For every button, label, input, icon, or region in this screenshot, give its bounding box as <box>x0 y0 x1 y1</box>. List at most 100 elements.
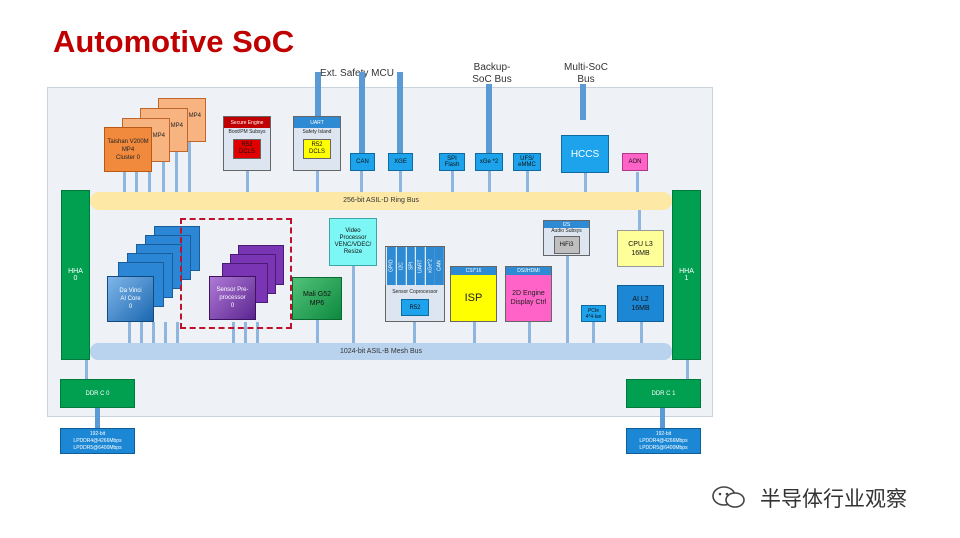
wire <box>473 322 476 344</box>
arrow-can <box>359 72 365 156</box>
da-vinci-ai-core: Da Vinci AI Core 0 <box>107 276 154 322</box>
port-can: CAN <box>435 247 444 285</box>
audio-subsys: I2S Audio Subsys HiFi3 <box>543 220 590 256</box>
display-dsi: DSI/HDMI <box>506 267 551 275</box>
sensor-cop-r52: R52 <box>401 299 429 316</box>
safety-island-sub: Safety Island <box>302 129 332 135</box>
ufs-block: UFS/ eMMC <box>513 153 541 171</box>
lpddr-left-lp4: LPDDR4@4266Mbps <box>73 437 122 444</box>
wire <box>232 322 235 344</box>
safety-r52: R52 DCLS <box>303 139 331 159</box>
aon-block: AON <box>622 153 648 171</box>
wire <box>176 322 179 344</box>
cpu-cluster-3-label: MP4 <box>188 113 201 119</box>
lpddr-left: 192-bit LPDDR4@4266Mbps LPDDR5@6400Mbps <box>60 428 135 454</box>
wire <box>413 322 416 344</box>
port-i2c: I2C <box>395 247 406 285</box>
wire <box>592 322 595 344</box>
backup-bus-label: Backup- SoC Bus <box>472 62 512 85</box>
arrow-backup <box>486 84 492 156</box>
wire <box>85 360 88 380</box>
wire <box>152 322 155 344</box>
arrow-lpddr-1 <box>660 408 665 428</box>
wire <box>584 172 587 194</box>
ddr-controller-0: DDR C 0 <box>60 379 135 408</box>
wire <box>148 172 151 194</box>
wire <box>246 170 249 194</box>
wire <box>528 322 531 344</box>
wire <box>175 150 178 194</box>
wire <box>638 210 641 230</box>
lpddr-left-width: 192-bit <box>89 430 106 437</box>
wire <box>399 170 402 194</box>
wire <box>316 170 319 194</box>
hifi3: HiFi3 <box>553 236 580 254</box>
secure-engine-title: Secure Engine <box>224 117 270 128</box>
sensor-cop-title: Sensor Coprocessor <box>392 288 438 295</box>
safety-island: UART Safety Island R52 DCLS <box>293 116 341 171</box>
audio-sub: Audio Subsys <box>551 228 582 234</box>
port-uart: UART <box>415 247 426 285</box>
wire <box>360 170 363 194</box>
xge2-block: xGe *2 <box>475 153 503 171</box>
safety-uart: UART <box>294 117 340 128</box>
wire <box>316 320 319 344</box>
display-label: 2D Engine Display Ctrl <box>510 290 547 306</box>
display-engine: DSI/HDMI 2D Engine Display Ctrl <box>505 266 552 322</box>
port-spi: SPI <box>405 247 416 285</box>
lpddr-left-lp5: LPDDR5@6400Mbps <box>73 444 122 451</box>
wire <box>640 322 643 344</box>
wire <box>188 140 191 194</box>
wire <box>244 322 247 344</box>
wire <box>636 172 639 194</box>
port-gpio: GPIO <box>386 247 396 285</box>
wire <box>488 170 491 194</box>
pcie-block: PCIe 4*4-lan <box>581 305 606 322</box>
arrow-lpddr-0 <box>95 408 100 428</box>
isp-label: ISP <box>464 291 483 304</box>
sensor-coprocessor: GPIO I2C SPI UART xGe*2 CAN Sensor Copro… <box>385 246 445 322</box>
watermark-text: 半导体行业观察 <box>760 487 907 511</box>
isp-csi: CSI*16 <box>451 267 496 275</box>
ddr-controller-1: DDR C 1 <box>626 379 701 408</box>
can-block: CAN <box>350 153 375 171</box>
sensor-pre-processor: Sensor Pre- processor 0 <box>209 276 256 320</box>
wire <box>162 160 165 194</box>
cpu-cluster-2-label: MP4 <box>170 123 183 129</box>
secure-engine-sub: Boot/PM Subsys <box>228 129 266 135</box>
lpddr-right: 192-bit LPDDR4@4266Mbps LPDDR5@6400Mbps <box>626 428 701 454</box>
wire <box>566 255 569 344</box>
wire <box>123 172 126 194</box>
wire <box>686 360 689 380</box>
arrow-multisoc <box>580 84 586 120</box>
highlight-box <box>180 218 292 329</box>
secure-engine: Secure Engine Boot/PM Subsys R52 DCLS <box>223 116 271 171</box>
lpddr-right-width: 192-bit <box>655 430 672 437</box>
multi-soc-label: Multi-SoC Bus <box>564 62 608 85</box>
page-title: Automotive SoC <box>53 24 295 59</box>
wire <box>164 322 167 344</box>
wire <box>140 322 143 344</box>
audio-i2s: I2S <box>544 221 589 228</box>
safety-mcu-label: Ext. Safety MCU <box>320 67 394 79</box>
cpu-l3-cache: CPU L3 16MB <box>617 230 664 267</box>
mali-gpu: Mali G52 MP6 <box>292 277 342 320</box>
ai-l2-cache: AI L2 16MB <box>617 285 664 322</box>
hha-0: HHA 0 <box>61 190 90 360</box>
wire <box>526 170 529 194</box>
arrow-safety-mcu <box>315 72 321 116</box>
xge-block: XGE <box>388 153 413 171</box>
cpu-cluster-0: Taishan V200M MP4 Cluster 0 <box>104 127 152 172</box>
video-processor: Video Processor VENC/VDEC/ Resize <box>329 218 377 266</box>
arrow-xge <box>397 72 403 156</box>
wire <box>256 322 259 344</box>
wire <box>135 172 138 194</box>
wire <box>128 322 131 344</box>
isp: CSI*16 ISP <box>450 266 497 322</box>
wire <box>451 170 454 194</box>
secure-r52: R52 DCLS <box>233 139 261 159</box>
hha-1: HHA 1 <box>672 190 701 360</box>
port-xge2: xGe*2 <box>425 247 436 285</box>
spi-flash-block: SPI Flash <box>439 153 465 171</box>
cpu-cluster-1-label: MP4 <box>152 133 165 139</box>
